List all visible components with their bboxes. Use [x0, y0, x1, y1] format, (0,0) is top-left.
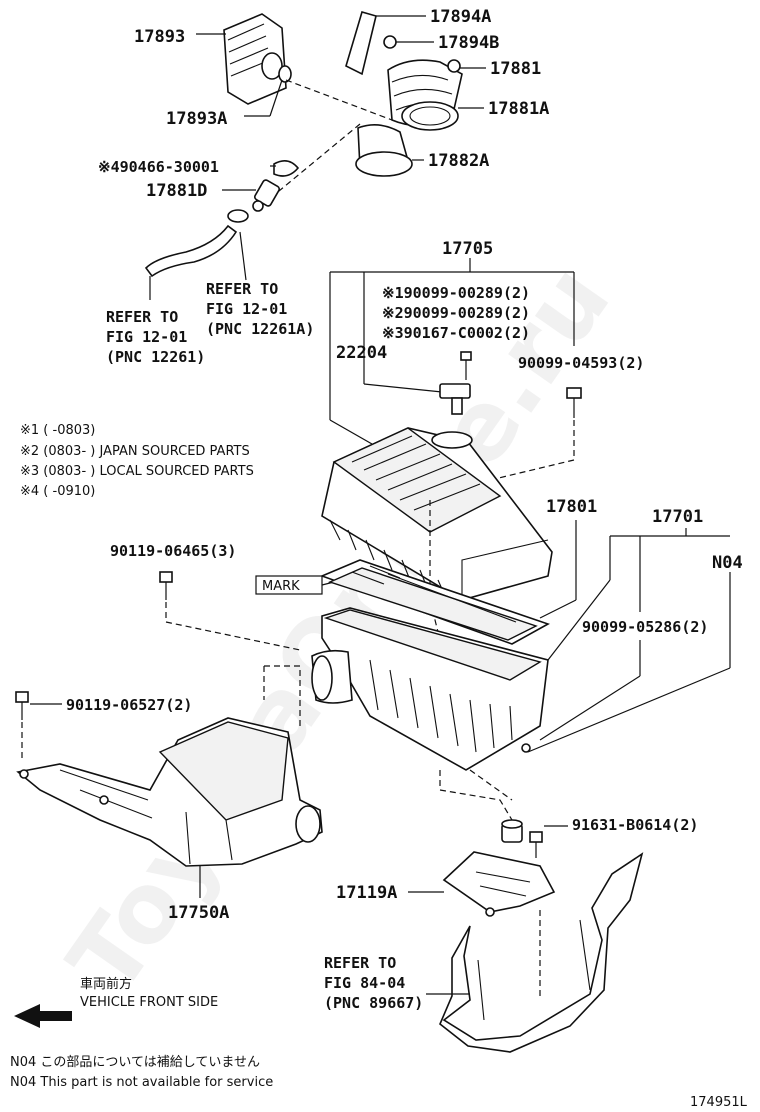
- refer1-line1: REFER TO: [106, 308, 178, 326]
- label-22204: 22204: [336, 343, 387, 363]
- fitting-17881d: [252, 179, 280, 212]
- label-17701: 17701: [652, 507, 703, 527]
- note-3: ※3 (0803- ) LOCAL SOURCED PARTS: [20, 464, 254, 479]
- fender-liner: [439, 852, 644, 1053]
- refer2-line2: FIG 12-01: [206, 300, 287, 318]
- label-90119-06527: 90119-06527(2): [66, 696, 192, 714]
- hose-17882a: [355, 124, 413, 177]
- intake-duct-17750a: [16, 717, 323, 867]
- clamp-17894a: [345, 11, 377, 76]
- mark-label: MARK: [255, 575, 351, 595]
- note-4: ※4 ( -0910): [20, 484, 95, 499]
- label-17801: 17801: [546, 497, 597, 517]
- notes-block: ※1 ( -0803) ※2 (0803- ) JAPAN SOURCED PA…: [20, 423, 254, 499]
- note-1: ※1 ( -0803): [20, 423, 95, 438]
- label-17894b: 17894B: [438, 33, 499, 53]
- label-90099-04593: 90099-04593(2): [518, 354, 644, 372]
- label-17894a: 17894A: [430, 7, 491, 27]
- label-90099-05286: 90099-05286(2): [582, 618, 708, 636]
- label-90099-00289-2: ※290099-00289(2): [382, 304, 530, 322]
- refer2-line3: (PNC 12261A): [206, 320, 314, 338]
- refer1-line3: (PNC 12261): [106, 348, 205, 366]
- label-17893a: 17893A: [166, 109, 227, 129]
- clip-90466: [273, 160, 300, 177]
- label-90167-c0002: ※390167-C0002(2): [382, 324, 530, 342]
- grommet-n04: [501, 819, 523, 843]
- label-17705: 17705: [442, 239, 493, 259]
- bolt-90119-06465: [159, 571, 173, 600]
- screw-90099-00289: [460, 351, 472, 380]
- vacuum-hose: [144, 224, 238, 278]
- air-cleaner-case-17701: [311, 607, 549, 771]
- clamp-17894b: [383, 35, 397, 49]
- resonator-17893: [223, 13, 292, 105]
- label-n04: N04: [712, 553, 743, 573]
- label-90099-00289-1: ※190099-00289(2): [382, 284, 530, 302]
- bracket-17119a: [442, 851, 556, 917]
- label-17881d: 17881D: [146, 181, 207, 201]
- bolt-90099-04593: [566, 387, 582, 418]
- bolt-90119-06527: [15, 691, 29, 720]
- label-17882a: 17882A: [428, 151, 489, 171]
- bolt-91631-b0614: [529, 831, 543, 858]
- refer1-line2: FIG 12-01: [106, 328, 187, 346]
- clamp-17881a: [401, 101, 459, 131]
- direction-jp: 車両前方: [80, 976, 132, 992]
- label-90466-30001: ※490466-30001: [98, 158, 219, 176]
- label-90119-06465: 90119-06465(3): [110, 542, 236, 560]
- label-17893: 17893: [134, 27, 185, 47]
- vehicle-front-arrow: [14, 1004, 72, 1028]
- label-17881: 17881: [490, 59, 541, 79]
- figure-code: 174951L: [690, 1095, 748, 1110]
- label-17750a: 17750A: [168, 903, 229, 923]
- filter-element-17801: [319, 559, 550, 645]
- label-91631-b0614: 91631-B0614(2): [572, 816, 698, 834]
- refer3-line3: (PNC 89667): [324, 994, 423, 1012]
- refer3-line1: REFER TO: [324, 954, 396, 972]
- air-cleaner-cap-17705: [321, 427, 553, 601]
- mark-text: MARK: [262, 579, 300, 594]
- footer-en: N04 This part is not available for servi…: [10, 1075, 273, 1090]
- note-2: ※2 (0803- ) JAPAN SOURCED PARTS: [20, 444, 250, 459]
- footer-jp: N04 この部品については補給していません: [10, 1055, 260, 1070]
- direction-en: VEHICLE FRONT SIDE: [80, 995, 218, 1010]
- label-17119a: 17119A: [336, 883, 397, 903]
- sensor-22204: [439, 383, 471, 415]
- refer2-line1: REFER TO: [206, 280, 278, 298]
- refer3-line2: FIG 84-04: [324, 974, 405, 992]
- label-17881a: 17881A: [488, 99, 549, 119]
